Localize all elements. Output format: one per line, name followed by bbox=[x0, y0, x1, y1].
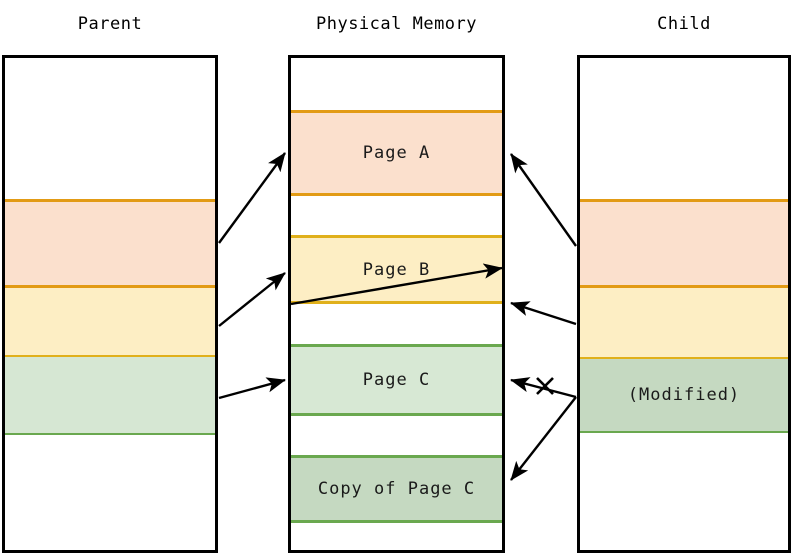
parent-band-page-a bbox=[5, 199, 215, 288]
column-title-physical-memory: Physical Memory bbox=[315, 14, 478, 34]
arrow-child-to-page-c-broken bbox=[510, 377, 577, 399]
column-title-parent: Parent bbox=[77, 14, 143, 34]
arrow-child-to-copy-of-page-c bbox=[510, 396, 577, 481]
page-c-label: Page C bbox=[362, 370, 431, 390]
parent-band-page-b bbox=[5, 288, 215, 357]
physical-memory-box: Page A Page B Page C Copy of Page C bbox=[288, 55, 505, 553]
page-b-label: Page B bbox=[362, 259, 431, 280]
physical-block-page-b: Page B bbox=[291, 235, 502, 304]
parent-memory-box bbox=[2, 55, 218, 553]
physical-block-page-c: Page C bbox=[291, 344, 502, 416]
child-band-page-b bbox=[580, 288, 788, 359]
physical-block-page-a: Page A bbox=[291, 110, 502, 196]
arrow-parent-to-page-a bbox=[218, 152, 286, 244]
copy-of-page-c-label: Copy of Page C bbox=[317, 479, 476, 499]
physical-block-copy-of-page-c: Copy of Page C bbox=[291, 455, 502, 523]
arrow-parent-to-page-b bbox=[218, 272, 286, 327]
broken-link-x-icon bbox=[536, 377, 554, 395]
parent-band-page-c bbox=[5, 357, 215, 435]
child-band-modified: (Modified) bbox=[580, 359, 788, 433]
child-band-page-a bbox=[580, 199, 788, 288]
arrow-parent-to-page-c bbox=[218, 377, 286, 400]
child-memory-box: (Modified) bbox=[577, 55, 791, 553]
arrow-child-to-page-b bbox=[510, 301, 577, 326]
column-title-child: Child bbox=[657, 14, 711, 34]
modified-label: (Modified) bbox=[627, 385, 741, 405]
page-a-label: Page A bbox=[362, 143, 431, 163]
arrow-child-to-page-a bbox=[510, 153, 577, 247]
